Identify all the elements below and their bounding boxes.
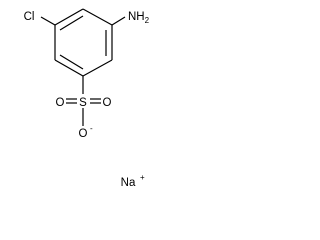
amino-h-count: 2	[145, 16, 150, 25]
atom-oxygen-left: O	[56, 97, 65, 109]
ring-bond-bottom-right	[82, 59, 113, 77]
sodium-positive-charge: +	[140, 173, 145, 182]
atom-sulfur: S	[79, 97, 87, 109]
ring-double-bond-lower	[59, 54, 84, 70]
ring-double-bond-upper	[59, 15, 84, 31]
atom-chlorine: Cl	[24, 11, 35, 23]
ring-bond-top-left	[54, 8, 84, 26]
amino-symbol: NH	[128, 11, 145, 23]
ring-bond-bottom-left	[54, 59, 84, 77]
bond-c-cl	[40, 16, 56, 26]
atom-amino: NH2	[128, 11, 150, 25]
atom-oxygen-right: O	[103, 97, 112, 109]
oxygen-negative-charge: -	[90, 124, 93, 133]
benzene-ring	[54, 8, 113, 77]
atom-oxygen-bottom: O	[79, 128, 88, 140]
bond-c-n	[111, 16, 126, 26]
ring-bond-top-right	[82, 8, 113, 26]
structure-diagram: Cl NH2 S O O O - Na +	[24, 8, 150, 189]
atom-sodium: Na	[121, 177, 136, 189]
